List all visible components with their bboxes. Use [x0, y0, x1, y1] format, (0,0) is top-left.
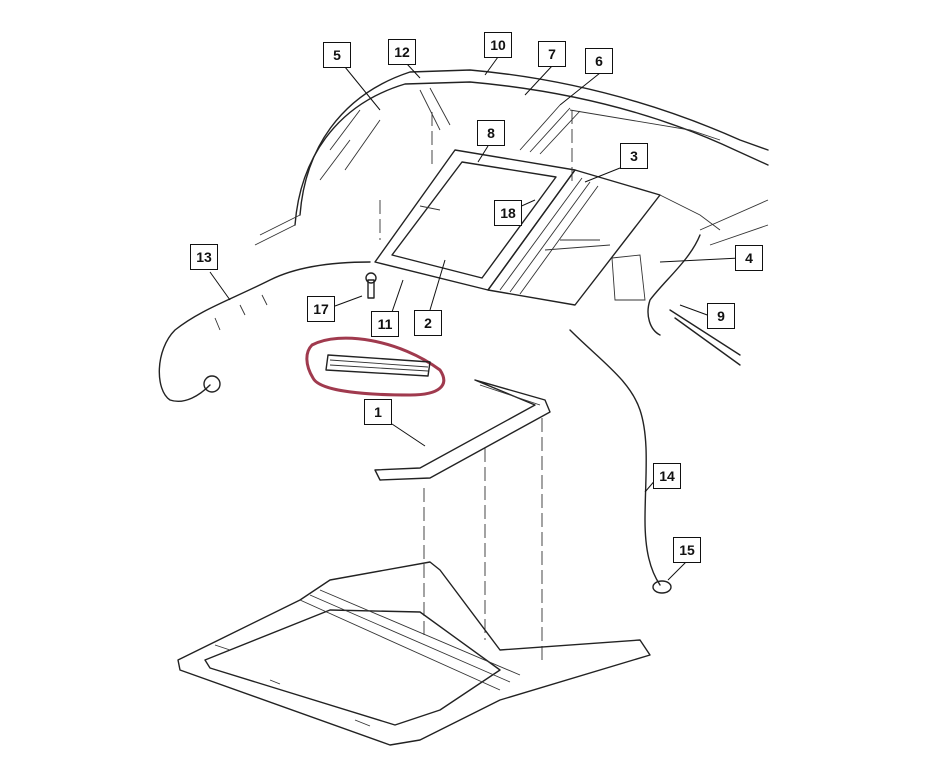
callout-2: 2 [414, 310, 442, 336]
callout-15: 15 [673, 537, 701, 563]
roof-reinforcement-frame [177, 561, 651, 746]
callout-17: 17 [307, 296, 335, 322]
callout-18: 18 [494, 200, 522, 226]
alignment-lines [379, 110, 573, 665]
callout-8: 8 [477, 120, 505, 146]
callout-11: 11 [371, 311, 399, 337]
highlighted-weatherstrip [305, 336, 446, 397]
wire-harness [647, 234, 741, 366]
glass-panel-assembly [374, 149, 661, 306]
callout-14: 14 [653, 463, 681, 489]
callout-10: 10 [484, 32, 512, 58]
callout-7: 7 [538, 41, 566, 67]
drain-tube-right [569, 329, 672, 594]
drain-tube-left [158, 261, 371, 402]
wind-deflector [374, 379, 551, 481]
track-rails [519, 104, 721, 231]
callout-3: 3 [620, 143, 648, 169]
callout-13: 13 [190, 244, 218, 270]
roof-outline [254, 69, 769, 246]
fastener [365, 272, 377, 299]
callout-12: 12 [388, 39, 416, 65]
callout-5: 5 [323, 42, 351, 68]
callout-9: 9 [707, 303, 735, 329]
callout-6: 6 [585, 48, 613, 74]
leader-lines [209, 56, 741, 581]
callout-1: 1 [364, 399, 392, 425]
callout-4: 4 [735, 245, 763, 271]
